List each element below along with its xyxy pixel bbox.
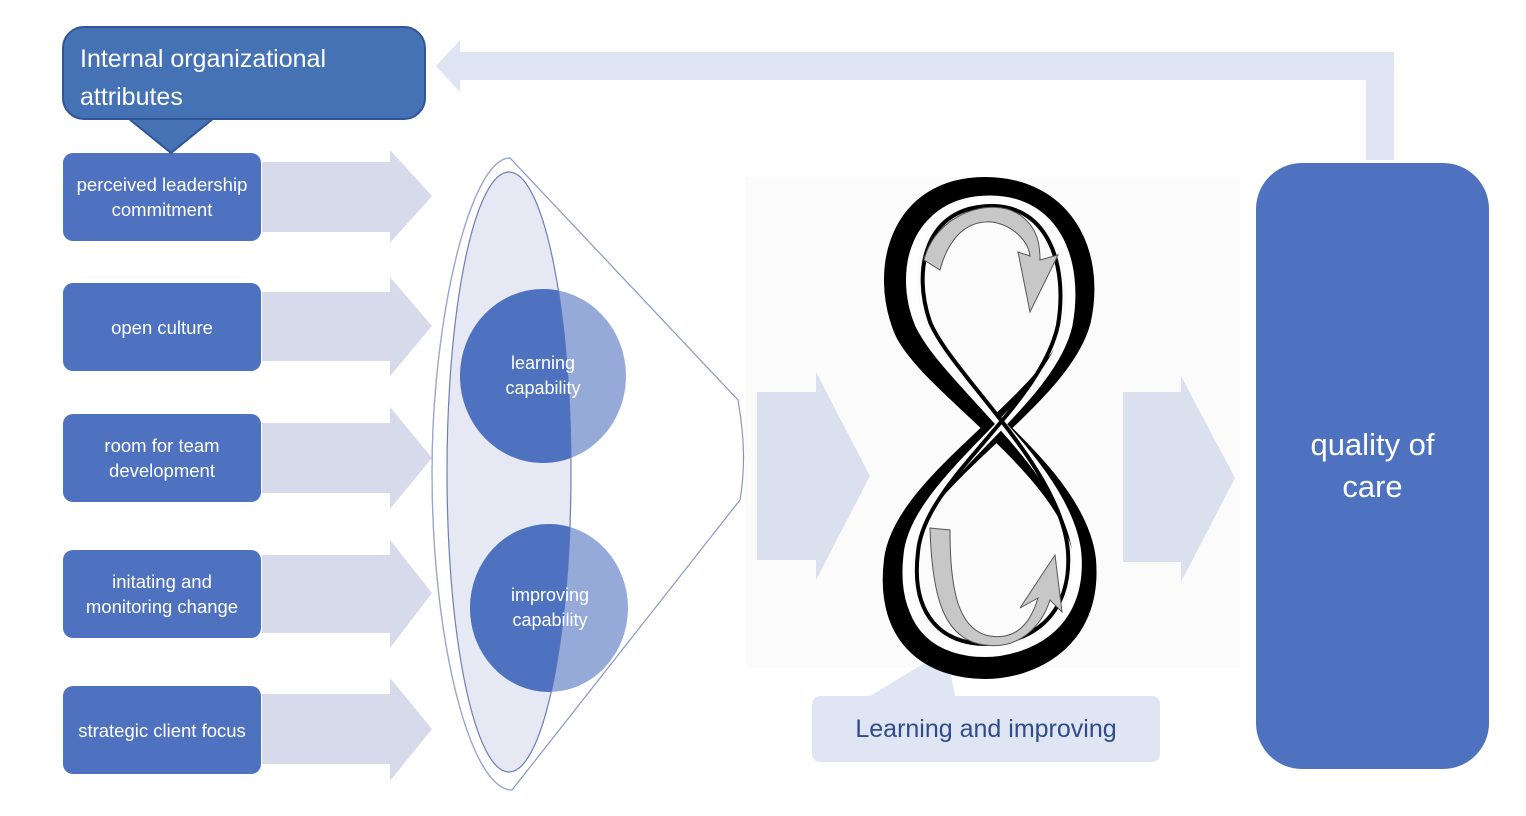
improving-capability-text: improving capability [510, 585, 590, 630]
header-callout: Internal organizational attributes [62, 26, 426, 120]
factor-box-team-development: room for team development [63, 414, 261, 502]
factor-arrow-icon [262, 540, 432, 648]
factor-label: strategic client focus [78, 719, 246, 741]
learning-capability-label: learning capability [483, 346, 603, 406]
factor-arrow-icon [262, 407, 432, 509]
factor-box-open-culture: open culture [63, 283, 261, 371]
factor-arrow-icon [262, 678, 432, 781]
factor-label: room for team development [104, 435, 220, 481]
header-callout-text: Internal organizational attributes [80, 45, 326, 111]
factor-label: open culture [111, 316, 213, 338]
factor-box-change: initating and monitoring change [63, 550, 261, 638]
arrow-to-cycle-icon [757, 372, 870, 580]
cycle-caption-text: Learning and improving [855, 714, 1117, 743]
infinity-loop-icon [882, 176, 1097, 680]
outcome-box: quality of care [1256, 163, 1489, 769]
capability-circles [460, 289, 628, 692]
factor-box-leadership: perceived leadership commitment [63, 153, 261, 241]
factor-label: perceived leadership commitment [76, 174, 248, 220]
factor-arrow-icon [262, 150, 432, 243]
factor-label: initating and monitoring change [85, 571, 239, 617]
learning-capability-text: learning capability [505, 353, 581, 398]
factor-arrows [262, 150, 432, 781]
factor-arrow-icon [262, 277, 432, 376]
cycle-caption: Learning and improving [812, 696, 1160, 762]
improving-capability-label: improving capability [490, 578, 610, 638]
arrow-to-outcome-icon [1123, 376, 1235, 582]
feedback-arrow-icon [436, 40, 1394, 160]
outcome-text: quality of care [1310, 427, 1435, 504]
factor-box-client-focus: strategic client focus [63, 686, 261, 774]
